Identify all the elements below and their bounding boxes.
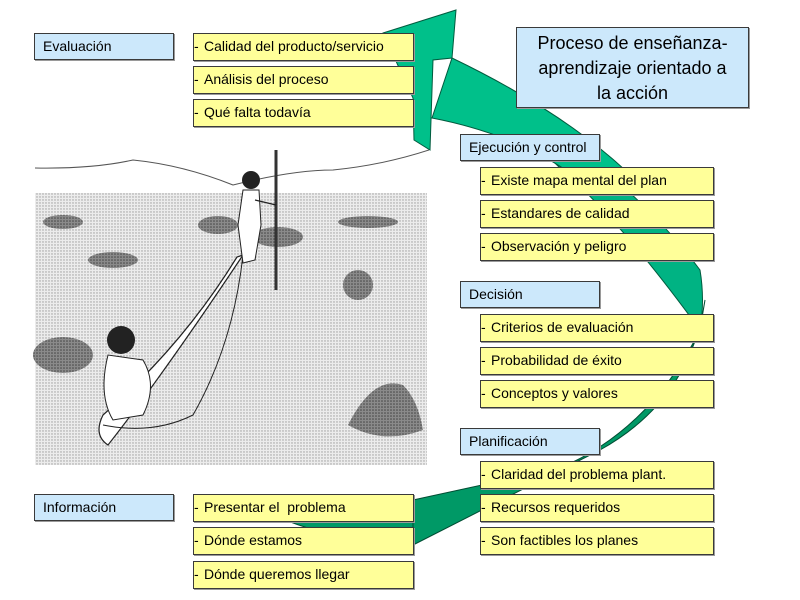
item-dash: - (481, 499, 486, 515)
ejecucion-item: -Estandares de calidad (480, 200, 714, 228)
planificacion-item: -Recursos requeridos (480, 494, 714, 522)
cycle-arrow-lower-body (412, 299, 706, 546)
item-label: Conceptos y valores (491, 385, 618, 401)
stage-ejecucion: Ejecución y control (460, 134, 600, 161)
item-label: Criterios de evaluación (491, 319, 634, 335)
rock (343, 270, 373, 300)
item-label: Son factibles los planes (491, 532, 639, 548)
item-dash: - (481, 319, 486, 335)
sitting-person-body (103, 354, 151, 421)
item-dash: - (194, 104, 199, 120)
item-label: Dónde queremos llegar (204, 566, 350, 582)
item-dash: - (194, 38, 199, 54)
item-label: Observación y peligro (491, 238, 627, 254)
hills (34, 149, 429, 186)
item-label: Estandares de calidad (491, 205, 630, 221)
rock (253, 227, 303, 247)
item-dash: - (194, 566, 199, 582)
item-label: Análisis del proceso (204, 71, 329, 87)
stage-evaluacion: Evaluación (34, 33, 174, 60)
planificacion-item: -Claridad del problema plant. (480, 461, 714, 489)
canoe-hull (102, 254, 244, 429)
stage-informacion: Información (34, 494, 174, 521)
title-line: aprendizaje orientado a (538, 58, 727, 78)
rock (348, 383, 423, 437)
ejecucion-item: -Observación y peligro (480, 233, 714, 261)
evaluacion-item: -Qué falta todavía (193, 99, 414, 127)
item-label: Probabilidad de éxito (491, 352, 622, 368)
rock (338, 216, 398, 228)
rock (88, 252, 138, 268)
planificacion-item: -Son factibles los planes (480, 527, 714, 555)
standing-person-head (242, 171, 260, 189)
item-dash: - (481, 532, 486, 548)
item-dash: - (481, 205, 486, 221)
standing-person-arm (254, 199, 277, 206)
rock (43, 215, 83, 229)
item-dash: - (194, 71, 199, 87)
item-dash: - (481, 238, 486, 254)
item-dash: - (481, 172, 486, 188)
item-label: Presentar el problema (204, 499, 346, 515)
ejecucion-item: -Existe mapa mental del plan (480, 167, 714, 195)
item-dash: - (481, 352, 486, 368)
sitting-person-head (107, 326, 135, 354)
decision-item: -Conceptos y valores (480, 380, 714, 408)
stage-decision: Decisión (460, 281, 600, 308)
item-dash: - (481, 466, 486, 482)
decision-item: -Criterios de evaluación (480, 314, 714, 342)
item-label: Recursos requeridos (491, 499, 621, 515)
title-line: la acción (596, 83, 669, 103)
informacion-item: -Dónde estamos (193, 527, 414, 555)
informacion-item: -Dónde queremos llegar (193, 561, 414, 589)
item-dash: - (194, 532, 199, 548)
rock (33, 337, 93, 373)
item-label: Dónde estamos (204, 532, 303, 548)
item-dash: - (194, 499, 199, 515)
item-label: Qué falta todavía (204, 104, 311, 120)
rock (198, 216, 238, 234)
evaluacion-item: -Análisis del proceso (193, 66, 414, 94)
decision-item: -Probabilidad de éxito (480, 347, 714, 375)
evaluacion-item: -Calidad del producto/servicio (193, 33, 414, 61)
item-label: Existe mapa mental del plan (491, 172, 667, 188)
item-dash: - (481, 385, 486, 401)
item-label: Claridad del problema plant. (491, 466, 667, 482)
stage-planificacion: Planificación (460, 428, 600, 455)
diagram-title: Proceso de enseñanza- aprendizaje orient… (516, 27, 749, 108)
standing-person-body (237, 189, 262, 264)
title-line: Proceso de enseñanza- (537, 33, 728, 53)
informacion-item: -Presentar el problema (193, 494, 414, 522)
canoe-illustration (33, 149, 429, 465)
item-label: Calidad del producto/servicio (204, 38, 384, 54)
